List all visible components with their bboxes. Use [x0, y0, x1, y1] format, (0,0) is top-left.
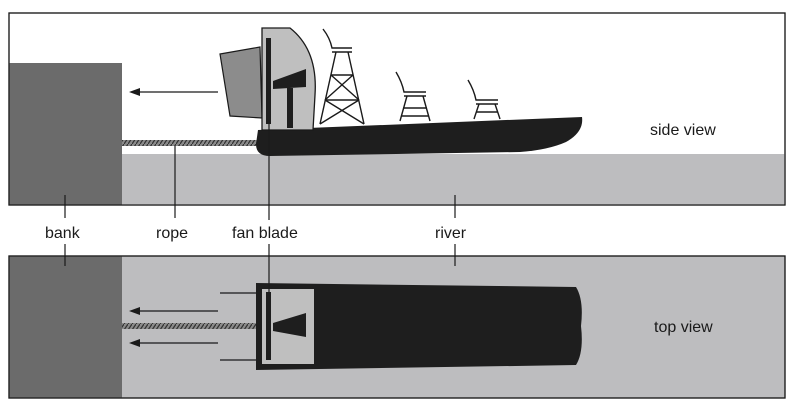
top-airflow-arrows — [129, 292, 258, 361]
side-airflow-arrow — [129, 88, 218, 96]
fan-blade-label: fan blade — [232, 225, 298, 242]
top-view-label: top view — [654, 319, 713, 336]
side-rope — [122, 140, 262, 146]
top-view-panel: top view — [8, 255, 786, 399]
leader-lines — [64, 124, 456, 292]
side-engine — [273, 69, 306, 89]
top-fan-blade — [266, 292, 271, 360]
side-passenger-seat-2 — [467, 79, 501, 120]
river-label: river — [435, 225, 467, 242]
rope-label: rope — [156, 225, 188, 242]
side-passenger-seat-1 — [395, 71, 431, 122]
side-view-panel: side view — [8, 12, 786, 206]
side-river — [122, 154, 785, 205]
side-view-label: side view — [650, 122, 716, 139]
bank-label: bank — [45, 225, 81, 242]
top-rope — [122, 323, 260, 329]
side-hull — [256, 117, 583, 156]
side-driver-seat — [319, 28, 365, 125]
side-engine-mount — [287, 88, 293, 128]
top-hull — [256, 283, 582, 370]
side-fan-blade — [266, 38, 271, 124]
side-bank — [9, 63, 122, 205]
top-engine — [273, 313, 306, 337]
top-bank — [9, 256, 122, 398]
